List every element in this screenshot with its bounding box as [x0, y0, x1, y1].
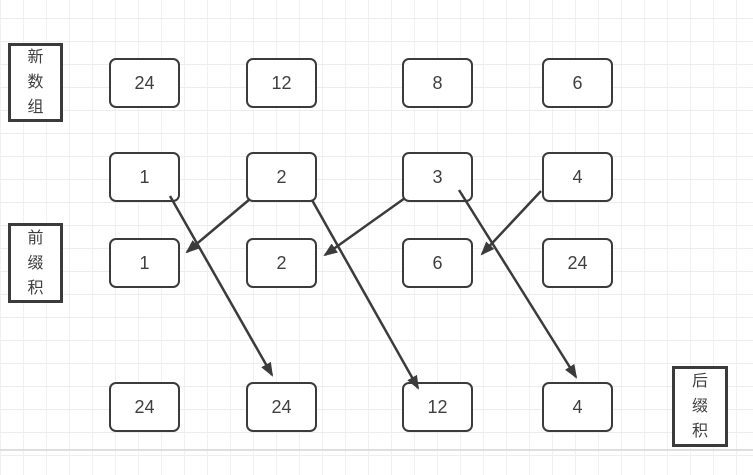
arrow-original-2-to-suffix-12[interactable]	[310, 199, 420, 390]
node-suffix-0[interactable]: 24	[109, 382, 180, 432]
node-original-3[interactable]: 4	[542, 152, 613, 202]
node-original-2[interactable]: 3	[402, 152, 473, 202]
node-prefix-1[interactable]: 2	[246, 238, 317, 288]
label-prefix-product[interactable]: 前缀积	[8, 223, 63, 303]
arrow-original-4-to-prefix-6[interactable]	[480, 190, 542, 256]
node-original-1[interactable]: 2	[246, 152, 317, 202]
node-new-array-2[interactable]: 8	[402, 58, 473, 108]
node-new-array-0[interactable]: 24	[109, 58, 180, 108]
node-suffix-2[interactable]: 12	[402, 382, 473, 432]
node-new-array-3[interactable]: 6	[542, 58, 613, 108]
node-prefix-2[interactable]: 6	[402, 238, 473, 288]
arrow-original-2-to-prefix-1[interactable]	[185, 198, 251, 254]
node-original-0[interactable]: 1	[109, 152, 180, 202]
node-prefix-3[interactable]: 24	[542, 238, 613, 288]
label-suffix-product[interactable]: 后缀积	[672, 366, 728, 447]
label-new-array-text: 新数组	[27, 49, 44, 116]
label-prefix-product-text: 前缀积	[27, 229, 44, 297]
grid-major-line	[0, 449, 753, 451]
label-new-array[interactable]: 新数组	[8, 43, 63, 122]
node-prefix-0[interactable]: 1	[109, 238, 180, 288]
node-new-array-1[interactable]: 12	[246, 58, 317, 108]
node-suffix-3[interactable]: 4	[542, 382, 613, 432]
arrow-original-3-to-prefix-2[interactable]	[323, 196, 406, 257]
node-suffix-1[interactable]: 24	[246, 382, 317, 432]
label-suffix-product-text: 后缀积	[691, 373, 708, 440]
